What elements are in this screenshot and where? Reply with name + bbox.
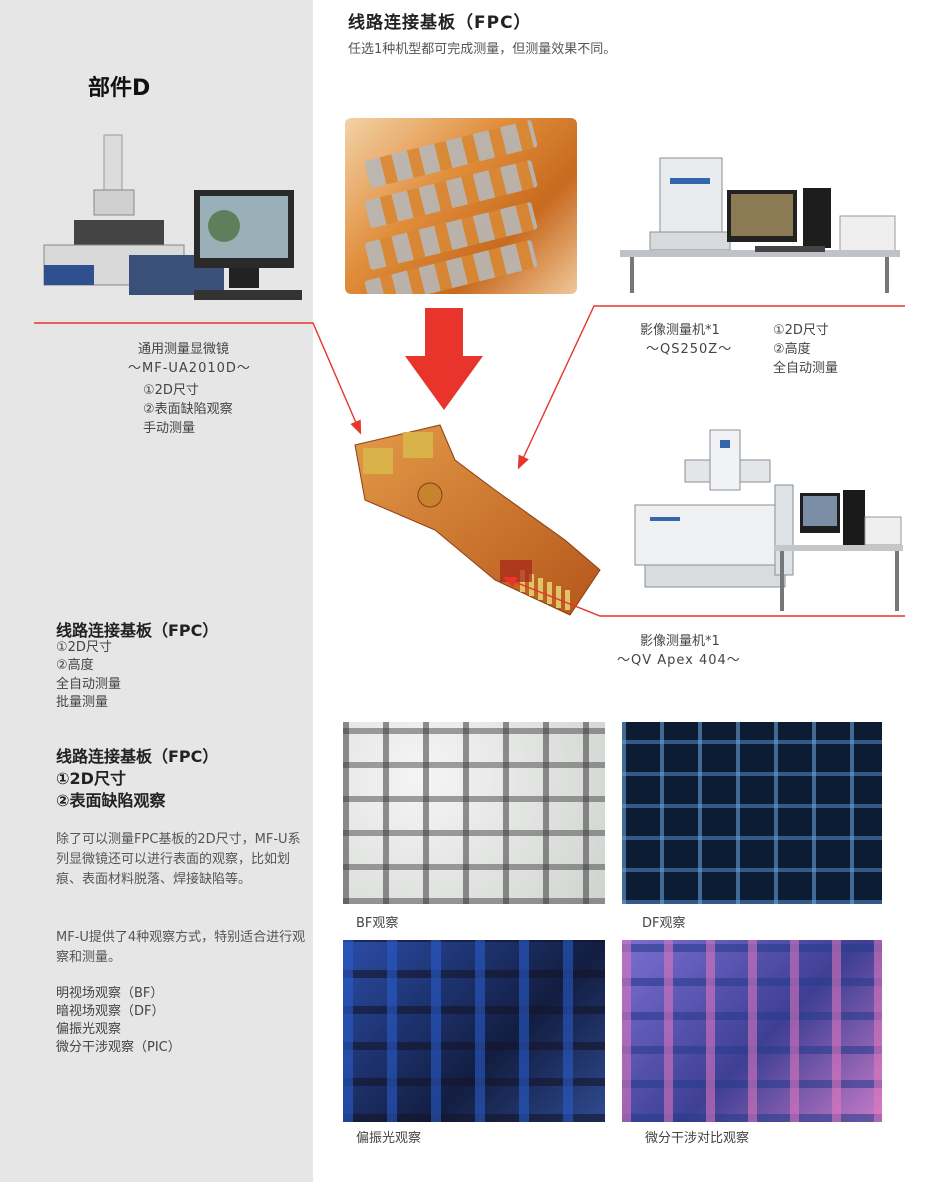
microscope-feature-2: ②表面缺陷观察 xyxy=(143,402,233,417)
machine1-feature-3: 全自动测量 xyxy=(773,361,839,376)
qs250z-machine-photo xyxy=(615,150,905,295)
section1-line-2: ②高度 xyxy=(56,658,94,673)
machine1-feature-1: ①2D尺寸 xyxy=(773,323,829,338)
section2-subtitle-2: ②表面缺陷观察 xyxy=(56,791,166,810)
mode-polarized: 偏振光观察 xyxy=(56,1022,122,1037)
mode-bf: 明视场观察（BF） xyxy=(56,986,164,1001)
fpc-sheet-photo xyxy=(345,118,577,294)
page-subtitle: 任选1种机型都可完成测量，但测量效果不同。 xyxy=(348,42,617,57)
microscope-name: 通用测量显微镜 xyxy=(138,342,230,357)
mode-dic: 微分干涉观察（PIC） xyxy=(56,1040,181,1055)
section2-paragraph-1: 除了可以测量FPC基板的2D尺寸，MF-U系列显微镜还可以进行表面的观察，比如划… xyxy=(56,832,301,887)
microscope-feature-3: 手动测量 xyxy=(143,421,196,436)
qv-apex-machine-photo xyxy=(625,425,905,615)
section2-subtitle-1: ①2D尺寸 xyxy=(56,769,126,788)
fpc-part-photo xyxy=(345,420,610,620)
page-title: 线路连接基板（FPC） xyxy=(348,13,532,33)
polarized-observation-image xyxy=(343,940,605,1122)
machine2-name: 影像测量机*1 xyxy=(640,634,720,649)
section1-line-3: 全自动测量 xyxy=(56,677,122,692)
section2-paragraph-2: MF-U提供了4种观察方式，特别适合进行观察和测量。 xyxy=(56,930,306,965)
section1-title: 线路连接基板（FPC） xyxy=(56,621,219,640)
section1-line-1: ①2D尺寸 xyxy=(56,640,112,655)
section2-title: 线路连接基板（FPC） xyxy=(56,747,219,766)
part-label: 部件D xyxy=(88,76,151,101)
microscope-feature-1: ①2D尺寸 xyxy=(143,383,199,398)
microscope-photo xyxy=(34,130,302,308)
df-caption: DF观察 xyxy=(642,916,686,931)
polarized-caption: 偏振光观察 xyxy=(356,1131,422,1146)
mode-df: 暗视场观察（DF） xyxy=(56,1004,165,1019)
bf-observation-image xyxy=(343,722,605,904)
df-observation-image xyxy=(622,722,882,904)
section1-line-4: 批量测量 xyxy=(56,695,109,710)
dic-caption: 微分干涉对比观察 xyxy=(645,1131,750,1146)
down-arrow-icon xyxy=(405,308,483,410)
dic-observation-image xyxy=(622,940,882,1122)
machine1-model: ～QS250Z～ xyxy=(646,342,733,357)
machine1-feature-2: ②高度 xyxy=(773,342,811,357)
microscope-model: ～MF-UA2010D～ xyxy=(128,361,251,376)
machine1-name: 影像测量机*1 xyxy=(640,323,720,338)
bf-caption: BF观察 xyxy=(356,916,399,931)
machine2-model: ～QV Apex 404～ xyxy=(617,653,741,668)
